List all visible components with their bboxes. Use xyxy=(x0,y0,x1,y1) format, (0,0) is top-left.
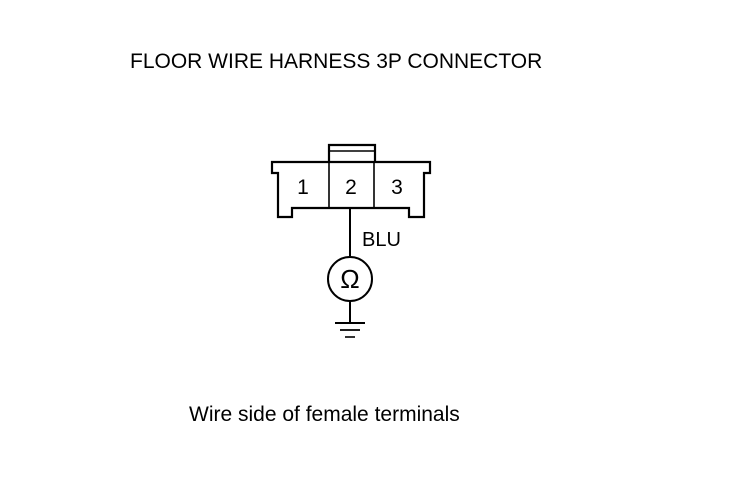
ohm-symbol: Ω xyxy=(340,264,359,294)
diagram-title: FLOOR WIRE HARNESS 3P CONNECTOR xyxy=(130,50,543,73)
diagram-caption: Wire side of female terminals xyxy=(189,403,460,426)
connector-housing xyxy=(270,160,432,219)
terminal-number-3: 3 xyxy=(391,176,403,199)
terminal-number-1: 1 xyxy=(297,176,309,199)
connector-lock-tab xyxy=(327,143,377,162)
wire-color-label: BLU xyxy=(362,229,401,251)
terminal-number-2: 2 xyxy=(345,176,357,199)
ground-icon xyxy=(335,322,365,338)
